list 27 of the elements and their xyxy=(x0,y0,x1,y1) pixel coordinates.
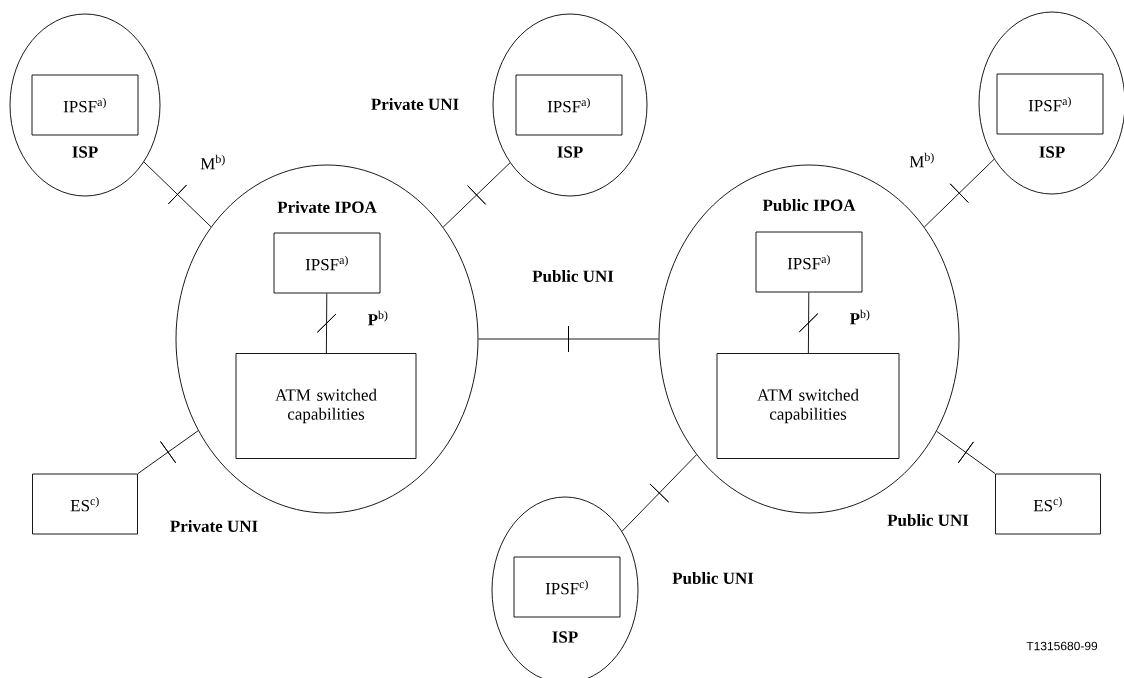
connection-line xyxy=(621,454,697,532)
function-box: IPSF$^{a)}$ xyxy=(515,74,623,136)
connection-line xyxy=(923,158,995,228)
edge-label: Private UNI xyxy=(369,97,461,111)
connection-line xyxy=(316,293,337,354)
function-box: IPSF$^{a)}$ xyxy=(755,231,863,293)
connection-line xyxy=(137,430,199,474)
edge-label: Public UNI xyxy=(886,513,970,527)
edge-label: Public UNI xyxy=(531,269,615,283)
edge-label: Public UNI xyxy=(671,571,755,585)
connection-line xyxy=(143,161,212,228)
function-box: IPSF$^{a)}$ xyxy=(31,74,139,136)
edge-label: P$^{b)}$ xyxy=(366,309,390,327)
edge-label: Private UNI xyxy=(168,519,260,533)
connection-line xyxy=(442,162,511,228)
connection-line xyxy=(798,292,819,354)
figure-id: T1315680-99 xyxy=(1026,641,1098,651)
function-box: IPSF$^{a)}$ xyxy=(996,73,1104,135)
function-box: IPSF$^{c)}$ xyxy=(513,556,621,618)
function-box: ATM switched capabilities xyxy=(716,353,900,459)
function-box: ES$^{c)}$ xyxy=(32,473,138,535)
connection-line xyxy=(936,430,996,474)
connection-line xyxy=(478,325,659,353)
function-box: IPSF$^{a)}$ xyxy=(273,232,381,294)
edge-label: P$^{b)}$ xyxy=(848,308,872,326)
function-box: ATM switched capabilities xyxy=(235,353,417,459)
function-box: ES$^{c)}$ xyxy=(995,473,1101,535)
